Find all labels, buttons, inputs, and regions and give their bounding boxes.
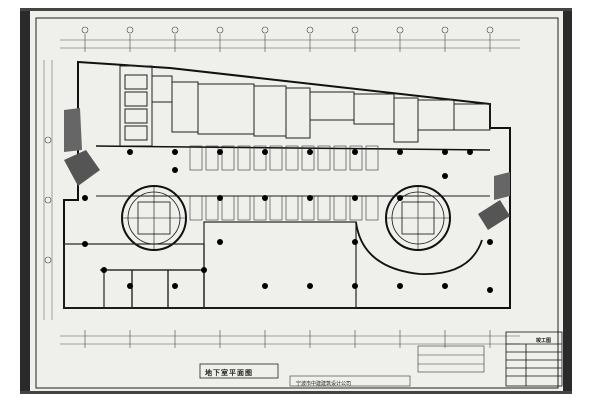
drawing-title: 地下室平面图 xyxy=(205,369,253,377)
curved-ramp xyxy=(355,221,483,275)
axis-bubbles xyxy=(44,26,494,264)
axis-ticks xyxy=(84,34,491,348)
right-edge-shadow xyxy=(563,8,572,394)
bottom-edge-shadow xyxy=(20,391,572,394)
company-strip xyxy=(289,375,411,387)
upper-rooms xyxy=(119,65,491,147)
title-block xyxy=(505,331,563,387)
lower-rooms xyxy=(63,221,357,309)
structural-columns xyxy=(82,149,493,293)
right-circular-core xyxy=(385,185,451,251)
parking-stalls-upper xyxy=(189,145,379,171)
left-circular-core xyxy=(121,185,187,251)
corridor-wall xyxy=(95,145,491,151)
notes-block xyxy=(417,345,485,373)
paper xyxy=(20,8,572,394)
company-name: 宁波市中建建筑设计公司 xyxy=(296,381,352,387)
left-edge-shadow xyxy=(20,8,30,394)
building-outline xyxy=(63,60,511,309)
drawing-frame xyxy=(35,17,559,389)
title-block-heading: 竣工图 xyxy=(536,338,552,344)
drawing-title-box xyxy=(199,363,279,379)
dimension-lines xyxy=(43,39,520,345)
stair-blocks xyxy=(64,108,510,230)
top-edge-shadow xyxy=(20,8,572,11)
